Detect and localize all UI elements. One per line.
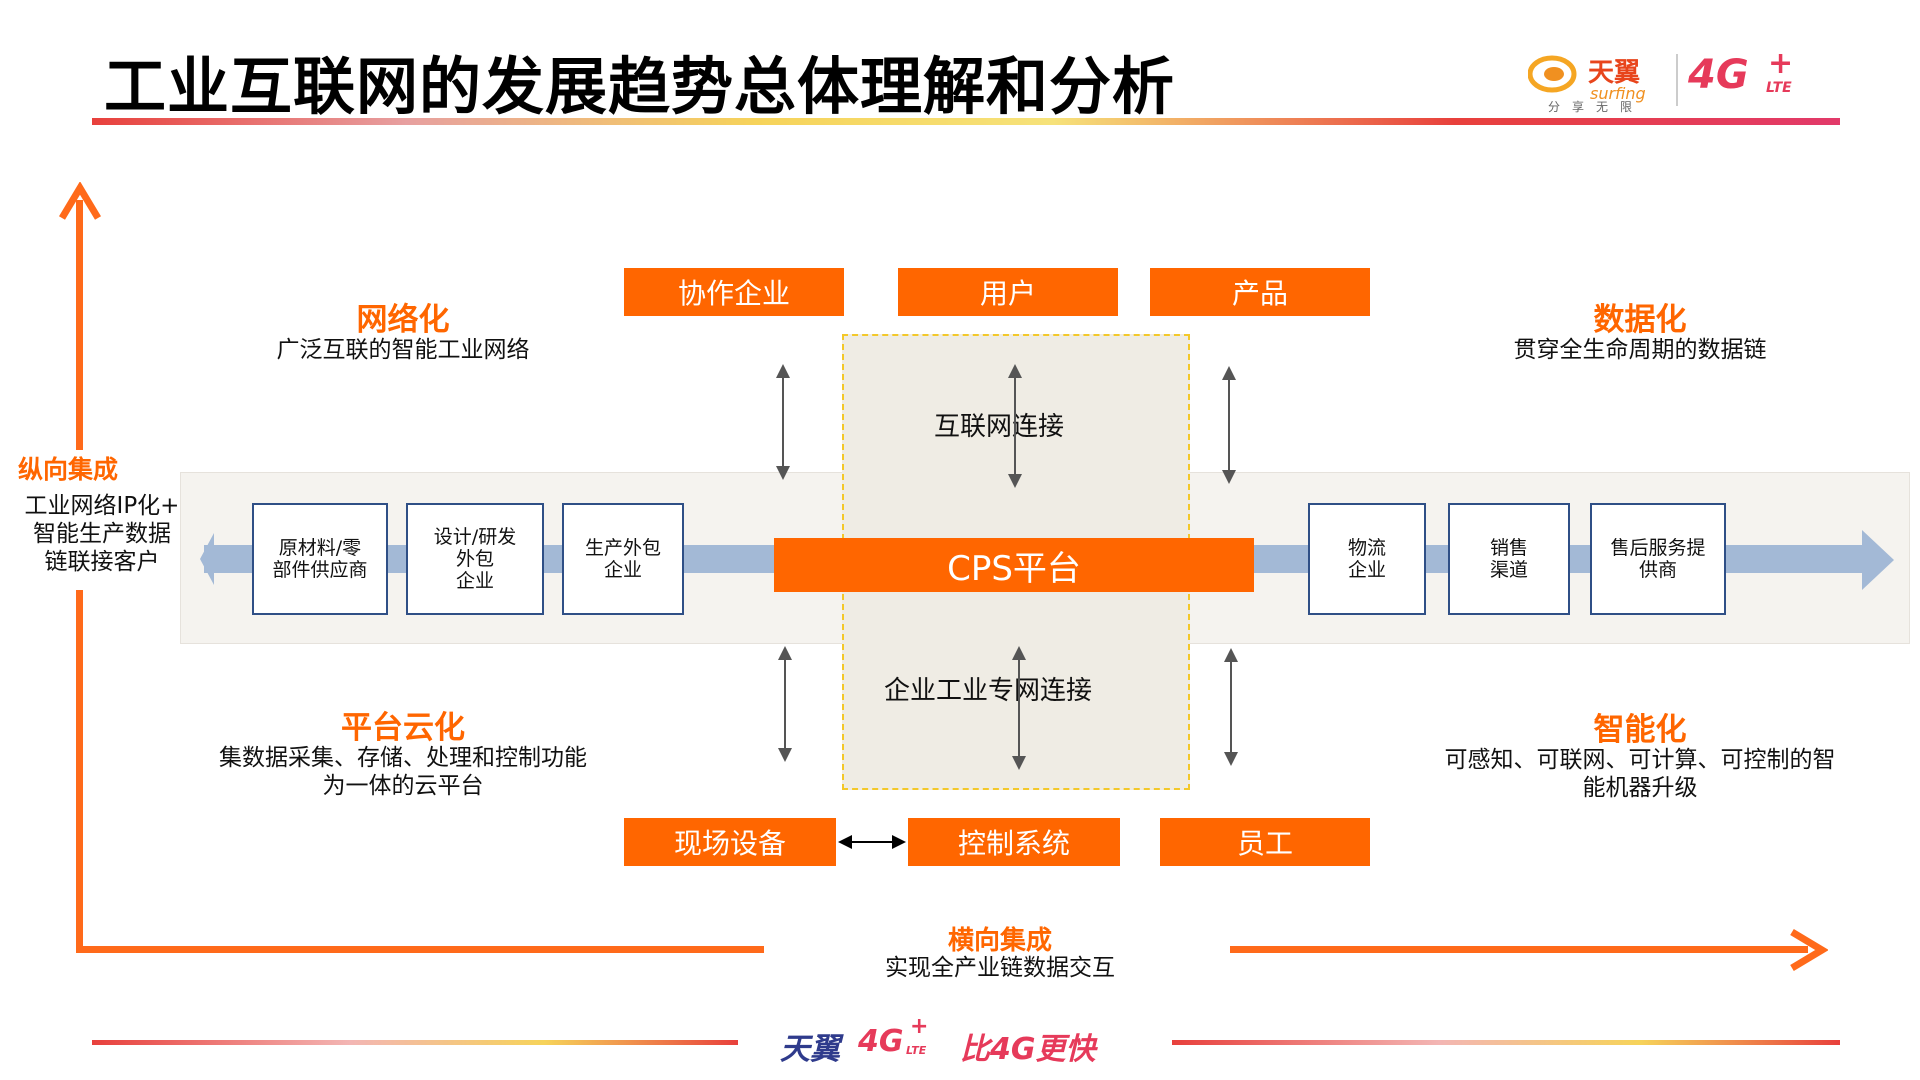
- networked-desc: 广泛互联的智能工业网络: [276, 337, 530, 363]
- value-chain-flow-arrowhead: [1862, 530, 1894, 590]
- brand-tianyi-text: 天翼: [1588, 58, 1641, 88]
- box-partner-enterprise: 协作企业: [624, 268, 844, 316]
- node-line: 渠道: [1489, 559, 1528, 581]
- node-line: 生产外包: [584, 537, 661, 559]
- internet-connection-label: 互联网连接: [934, 412, 1065, 442]
- horizontal-axis-arrowhead-icon: [1790, 928, 1828, 972]
- footer-plus: +: [910, 1014, 929, 1039]
- smart-desc-line: 能机器升级: [1582, 775, 1698, 801]
- node-after-sales: 售后服务提 供商: [1590, 503, 1726, 615]
- cloud-desc-line: 为一体的云平台: [322, 773, 484, 799]
- brand-separator: [1676, 54, 1678, 106]
- node-line: 企业: [455, 570, 494, 592]
- double-arrow-icon: [776, 364, 790, 480]
- cps-platform-bar: CPS平台: [774, 538, 1254, 592]
- node-line: 物流: [1347, 537, 1386, 559]
- node-sales-channel: 销售 渠道: [1448, 503, 1570, 615]
- vertical-desc-line: 工业网络IP化+: [24, 493, 180, 519]
- horizontal-integration-heading: 横向集成: [947, 926, 1052, 956]
- double-arrow-icon: [1224, 648, 1238, 766]
- vertical-desc-line: 链联接客户: [44, 549, 160, 575]
- vertical-axis-line-lower: [76, 590, 83, 952]
- vertical-integration-desc: 工业网络IP化+ 智能生产数据 链联接客户: [12, 492, 192, 576]
- cloud-platform-desc: 集数据采集、存储、处理和控制功能 为一体的云平台: [180, 744, 626, 800]
- node-raw-material-supplier: 原材料/零 部件供应商: [252, 503, 388, 615]
- node-line: 企业: [1347, 559, 1386, 581]
- data-desc: 贯穿全生命周期的数据链: [1513, 337, 1767, 363]
- vertical-integration-heading: 纵向集成: [18, 455, 119, 484]
- brand-lte: LTE: [1766, 80, 1792, 96]
- cloud-desc-line: 集数据采集、存储、处理和控制功能: [219, 745, 587, 771]
- node-line: 企业: [603, 559, 642, 581]
- smart-desc: 可感知、可联网、可计算、可控制的智 能机器升级: [1410, 746, 1870, 802]
- double-arrow-icon: [778, 646, 792, 762]
- brand-tianyi-mark: [1527, 52, 1584, 103]
- footer-divider-left: [92, 1040, 738, 1045]
- footer-divider-right: [1172, 1040, 1840, 1045]
- box-user: 用户: [898, 268, 1118, 316]
- vertical-axis-arrowhead-icon: [58, 182, 102, 220]
- box-staff: 员工: [1160, 818, 1370, 866]
- node-line: 设计/研发: [433, 526, 517, 548]
- box-product: 产品: [1150, 268, 1370, 316]
- double-arrow-icon: [1012, 646, 1026, 770]
- industrial-network-label: 企业工业专网连接: [884, 676, 1093, 706]
- footer-lte: LTE: [906, 1044, 927, 1057]
- box-field-equipment: 现场设备: [624, 818, 836, 866]
- node-logistics: 物流 企业: [1308, 503, 1426, 615]
- node-line: 原材料/零: [278, 537, 362, 559]
- cloud-platform-heading: 平台云化: [341, 710, 465, 746]
- brand-logo: 天翼 surfing 分享无限 4G + LTE: [1527, 46, 1828, 114]
- horizontal-axis-line-right: [1230, 946, 1808, 953]
- data-heading: 数据化: [1593, 302, 1687, 338]
- brand-4g: 4G: [1688, 52, 1749, 98]
- node-design-outsourcing: 设计/研发 外包 企业: [406, 503, 544, 615]
- header-divider: [92, 118, 1840, 125]
- smart-heading: 智能化: [1593, 712, 1687, 748]
- horizontal-axis-line-left: [76, 946, 764, 953]
- node-line: 部件供应商: [272, 559, 368, 581]
- node-line: 供商: [1638, 559, 1677, 581]
- horizontal-double-arrow-icon: [838, 835, 906, 849]
- footer-tianyi: 天翼: [780, 1032, 840, 1067]
- smart-desc-line: 可感知、可联网、可计算、可控制的智: [1444, 747, 1836, 773]
- node-line: 售后服务提: [1610, 537, 1706, 559]
- node-line: 外包: [455, 548, 494, 570]
- footer-4g: 4G: [858, 1024, 904, 1059]
- tianyi-swirl-icon: [1527, 55, 1577, 93]
- networked-heading: 网络化: [356, 302, 450, 338]
- box-control-system: 控制系统: [908, 818, 1120, 866]
- value-chain-flow-tail: [200, 533, 214, 585]
- page-title: 工业互联网的发展趋势总体理解和分析: [104, 50, 1176, 123]
- brand-slogan: 分享无限: [1548, 100, 1645, 114]
- node-line: 销售: [1489, 537, 1528, 559]
- brand-surfing-text: surfing: [1590, 84, 1646, 103]
- double-arrow-icon: [1222, 366, 1236, 484]
- brand-plus: +: [1768, 46, 1794, 81]
- footer-slogan: 比4G更快: [960, 1032, 1096, 1067]
- double-arrow-icon: [1008, 364, 1022, 488]
- vertical-desc-line: 智能生产数据: [33, 521, 171, 547]
- node-production-outsourcing: 生产外包 企业: [562, 503, 684, 615]
- horizontal-integration-desc: 实现全产业链数据交互: [885, 955, 1115, 981]
- footer-brand: 天翼 4G + LTE 比4G更快: [780, 1014, 1160, 1067]
- vertical-axis-line-upper: [76, 200, 83, 450]
